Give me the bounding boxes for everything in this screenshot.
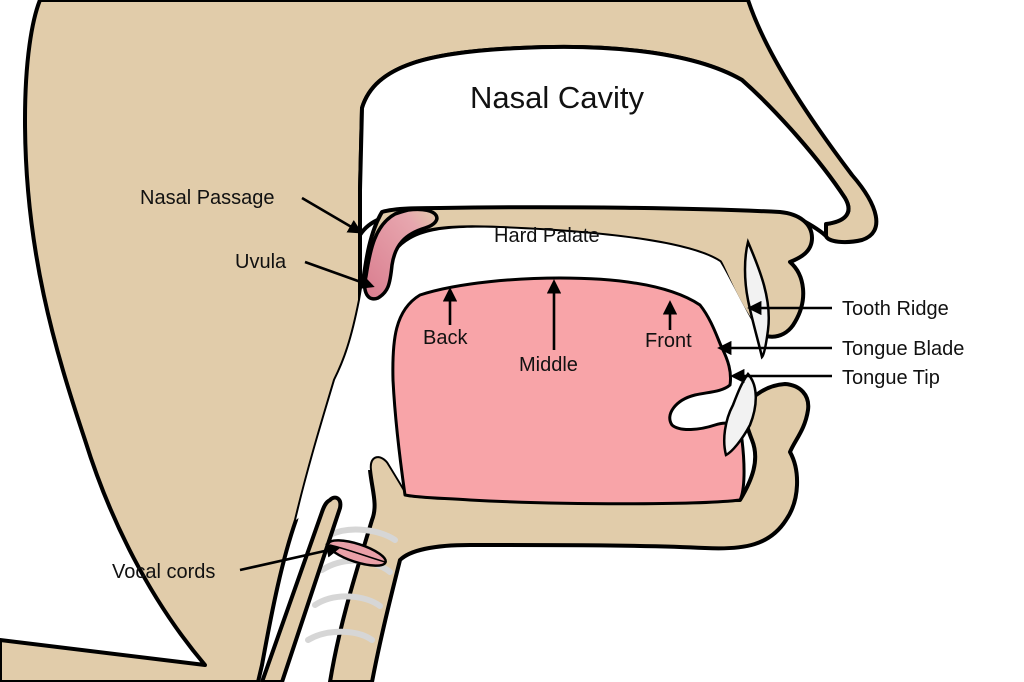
label-middle: Middle <box>519 354 578 376</box>
label-nasal-cavity: Nasal Cavity <box>470 80 644 115</box>
label-tongue-blade: Tongue Blade <box>842 338 964 360</box>
upper-tooth <box>743 238 770 360</box>
label-uvula: Uvula <box>235 251 287 273</box>
windpipe-front-wall <box>260 495 343 682</box>
label-tooth-ridge: Tooth Ridge <box>842 298 949 320</box>
lower-tooth <box>723 372 757 457</box>
label-nasal-passage: Nasal Passage <box>140 187 275 209</box>
uvula <box>363 207 439 301</box>
arrow-vocal-cords <box>239 543 341 572</box>
label-tongue-tip: Tongue Tip <box>842 367 940 389</box>
label-hard-palate: Hard Palate <box>494 225 600 247</box>
tongue <box>391 276 746 506</box>
arrow-nasal-passage <box>301 196 363 234</box>
pharynx-passage <box>296 282 408 520</box>
arrow-uvula <box>304 260 375 289</box>
label-vocal-cords: Vocal cords <box>112 561 215 583</box>
label-back: Back <box>423 327 468 349</box>
label-front: Front <box>645 330 692 352</box>
